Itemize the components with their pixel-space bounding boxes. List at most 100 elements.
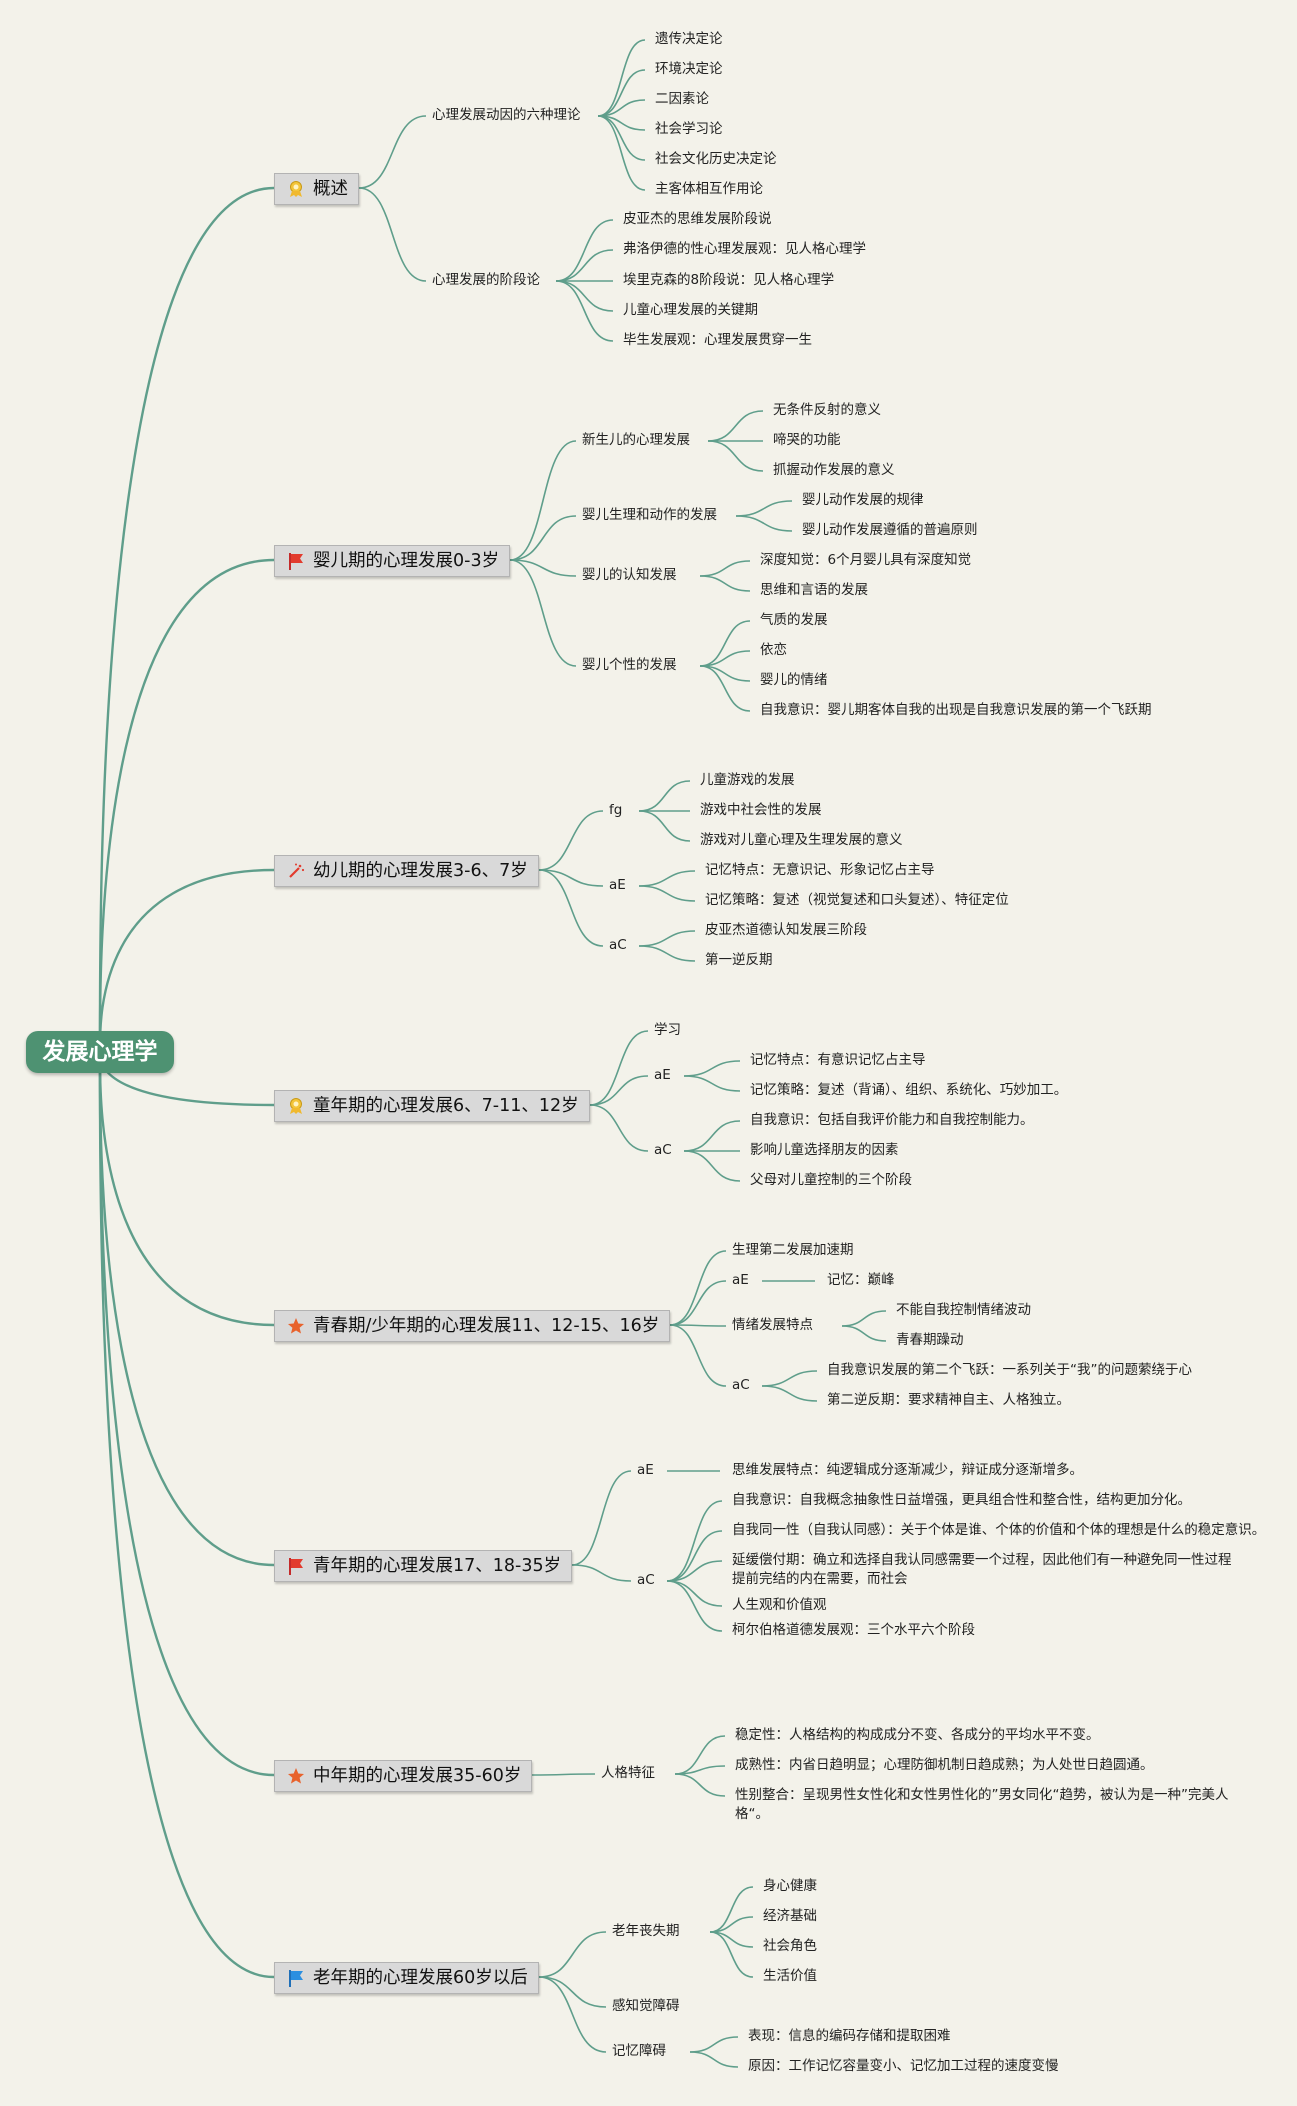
branch-connector xyxy=(509,559,577,667)
branch-connector xyxy=(761,1385,818,1402)
leaf-item[interactable]: 记忆策略：复述（背诵）、组织、系统化、巧妙加工。 xyxy=(750,1082,1068,1098)
leaf-item[interactable]: 皮亚杰道德认知发展三阶段 xyxy=(705,922,867,938)
leaf-item[interactable]: 弗洛伊德的性心理发展观：见人格心理学 xyxy=(623,241,866,257)
leaf-item[interactable]: 第一逆反期 xyxy=(705,952,773,968)
subtopic[interactable]: aE xyxy=(654,1067,671,1083)
topic-8[interactable]: 老年期的心理发展60岁以后 xyxy=(274,1962,539,1994)
leaf-item[interactable]: 第二逆反期：要求精神自主、人格独立。 xyxy=(827,1392,1070,1408)
subtopic[interactable]: 婴儿个性的发展 xyxy=(582,657,677,673)
branch-connector xyxy=(555,280,614,312)
root-topic[interactable]: 发展心理学 xyxy=(26,1031,174,1073)
leaf-item[interactable]: 不能自我控制情绪波动 xyxy=(896,1302,1031,1318)
branch-connector xyxy=(669,1324,727,1327)
subtopic[interactable]: 生理第二发展加速期 xyxy=(732,1242,854,1258)
leaf-item[interactable]: 记忆特点：无意识记、形象记忆占主导 xyxy=(705,862,935,878)
leaf-item[interactable]: 自我意识：婴儿期客体自我的出现是自我意识发展的第一个飞跃期 xyxy=(760,702,1152,718)
subtopic[interactable]: fg xyxy=(609,802,623,818)
red-flag-icon xyxy=(289,553,303,570)
branch-connector xyxy=(638,945,696,962)
subtopic[interactable]: aE xyxy=(609,877,626,893)
leaf-item[interactable]: 自我意识发展的第二个飞跃：一系列关于“我”的问题萦绕于心 xyxy=(827,1362,1192,1378)
branch-connector xyxy=(638,810,691,842)
leaf-item[interactable]: 成熟性：内省日趋明显；心理防御机制日趋成熟；为人处世日趋圆通。 xyxy=(735,1757,1154,1773)
leaf-item[interactable]: 婴儿动作发展的规律 xyxy=(802,492,924,508)
leaf-item[interactable]: 思维发展特点：纯逻辑成分逐渐减少，辩证成分逐渐增多。 xyxy=(732,1462,1083,1478)
leaf-item[interactable]: 经济基础 xyxy=(763,1908,817,1924)
subtopic[interactable]: 情绪发展特点 xyxy=(732,1317,813,1333)
topic-4[interactable]: 童年期的心理发展6、7-11、12岁 xyxy=(274,1090,590,1122)
topic-6[interactable]: 青年期的心理发展17、18-35岁 xyxy=(274,1550,573,1582)
subtopic[interactable]: 心理发展的阶段论 xyxy=(432,272,540,288)
branch-connector xyxy=(666,1500,723,1582)
branch-connector xyxy=(689,2051,739,2068)
leaf-item[interactable]: 婴儿的情绪 xyxy=(760,672,828,688)
topic-3[interactable]: 幼儿期的心理发展3-6、7岁 xyxy=(274,855,539,887)
subtopic[interactable]: 心理发展动因的六种理论 xyxy=(432,107,581,123)
subtopic[interactable]: 感知觉障碍 xyxy=(612,1998,680,2014)
branch-connector xyxy=(98,1051,275,1327)
subtopic[interactable]: 老年丧失期 xyxy=(612,1923,680,1939)
leaf-item[interactable]: 二因素论 xyxy=(655,91,709,107)
leaf-item[interactable]: 儿童心理发展的关键期 xyxy=(623,302,758,318)
subtopic[interactable]: 婴儿的认知发展 xyxy=(582,567,677,583)
topic-7[interactable]: 中年期的心理发展35-60岁 xyxy=(274,1760,533,1792)
branch-connector xyxy=(699,665,751,682)
leaf-item[interactable]: 稳定性：人格结构的构成成分不变、各成分的平均水平不变。 xyxy=(735,1727,1100,1743)
leaf-item[interactable]: 婴儿动作发展遵循的普遍原则 xyxy=(802,522,978,538)
star-icon xyxy=(288,1768,304,1784)
leaf-item[interactable]: 自我意识：自我概念抽象性日益增强，更具组合性和整合性，结构更加分化。 xyxy=(732,1492,1191,1508)
topic-5[interactable]: 青春期/少年期的心理发展11、12-15、16岁 xyxy=(274,1310,671,1342)
leaf-item[interactable]: 遗传决定论 xyxy=(655,31,723,47)
leaf-item[interactable]: 记忆特点：有意识记忆占主导 xyxy=(750,1052,926,1068)
leaf-item[interactable]: 啼哭的功能 xyxy=(773,432,841,448)
leaf-item[interactable]: 环境决定论 xyxy=(655,61,723,77)
leaf-item[interactable]: 皮亚杰的思维发展阶段说 xyxy=(623,211,772,227)
subtopic[interactable]: aC xyxy=(654,1142,672,1158)
leaf-item[interactable]: 游戏对儿童心理及生理发展的意义 xyxy=(700,832,903,848)
leaf-item[interactable]: 儿童游戏的发展 xyxy=(700,772,795,788)
subtopic[interactable]: 婴儿生理和动作的发展 xyxy=(582,507,717,523)
leaf-item[interactable]: 游戏中社会性的发展 xyxy=(700,802,822,818)
leaf-item[interactable]: 记忆策略：复述（视觉复述和口头复述）、特征定位 xyxy=(705,892,1009,908)
subtopic[interactable]: 记忆障碍 xyxy=(612,2043,666,2059)
topic-1[interactable]: 概述 xyxy=(274,173,359,205)
leaf-item[interactable]: 人生观和价值观 xyxy=(732,1597,827,1613)
topic-2[interactable]: 婴儿期的心理发展0-3岁 xyxy=(274,545,511,577)
leaf-item[interactable]: 思维和言语的发展 xyxy=(760,582,868,598)
topic-label: 概述 xyxy=(313,179,348,199)
leaf-item[interactable]: 埃里克森的8阶段说：见人格心理学 xyxy=(623,272,835,288)
leaf-item[interactable]: 毕生发展观：心理发展贯穿一生 xyxy=(623,332,812,348)
leaf-item[interactable]: 记忆：巅峰 xyxy=(827,1272,895,1288)
leaf-item[interactable]: 性别整合：呈现男性女性化和女性男性化的”男女同化“趋势，被认为是一种”完美人格“… xyxy=(735,1787,1229,1822)
leaf-item[interactable]: 柯尔伯格道德发展观：三个水平六个阶段 xyxy=(732,1622,975,1638)
leaf-item[interactable]: 社会角色 xyxy=(763,1938,817,1954)
leaf-item[interactable]: 深度知觉：6个月婴儿具有深度知觉 xyxy=(760,552,972,568)
branch-connector xyxy=(683,1060,741,1077)
leaf-item[interactable]: 依恋 xyxy=(760,642,787,658)
leaf-item[interactable]: 社会文化历史决定论 xyxy=(655,151,777,167)
leaf-item[interactable]: 父母对儿童控制的三个阶段 xyxy=(750,1172,912,1188)
subtopic[interactable]: 人格特征 xyxy=(601,1765,655,1781)
leaf-item[interactable]: 青春期躁动 xyxy=(896,1332,964,1348)
leaf-item[interactable]: 延缓偿付期：确立和选择自我认同感需要一个过程，因此他们有一种避免同一性过程提前完… xyxy=(732,1552,1232,1587)
leaf-item[interactable]: 自我同一性（自我认同感）：关于个体是谁、个体的价值和个体的理想是什么的稳定意识。 xyxy=(732,1522,1266,1538)
subtopic[interactable]: 新生儿的心理发展 xyxy=(582,432,690,448)
leaf-item[interactable]: 影响儿童选择朋友的因素 xyxy=(750,1142,899,1158)
leaf-item[interactable]: 原因：工作记忆容量变小、记忆加工过程的速度变慢 xyxy=(748,2058,1059,2074)
subtopic[interactable]: aC xyxy=(732,1377,750,1393)
subtopic[interactable]: aE xyxy=(732,1272,749,1288)
leaf-item[interactable]: 社会学习论 xyxy=(655,121,723,137)
subtopic[interactable]: aC xyxy=(637,1572,655,1588)
leaf-item[interactable]: 气质的发展 xyxy=(760,612,828,628)
leaf-item[interactable]: 生活价值 xyxy=(763,1968,817,1984)
topic-label: 老年期的心理发展60岁以后 xyxy=(313,1968,528,1988)
leaf-item[interactable]: 身心健康 xyxy=(763,1878,817,1894)
subtopic[interactable]: aE xyxy=(637,1462,654,1478)
subtopic[interactable]: 学习 xyxy=(654,1022,681,1038)
leaf-item[interactable]: 自我意识：包括自我评价能力和自我控制能力。 xyxy=(750,1112,1034,1128)
leaf-item[interactable]: 抓握动作发展的意义 xyxy=(773,462,895,478)
leaf-item[interactable]: 表现：信息的编码存储和提取困难 xyxy=(748,2028,951,2044)
leaf-item[interactable]: 无条件反射的意义 xyxy=(773,402,881,418)
subtopic[interactable]: aC xyxy=(609,937,627,953)
leaf-item[interactable]: 主客体相互作用论 xyxy=(655,181,763,197)
